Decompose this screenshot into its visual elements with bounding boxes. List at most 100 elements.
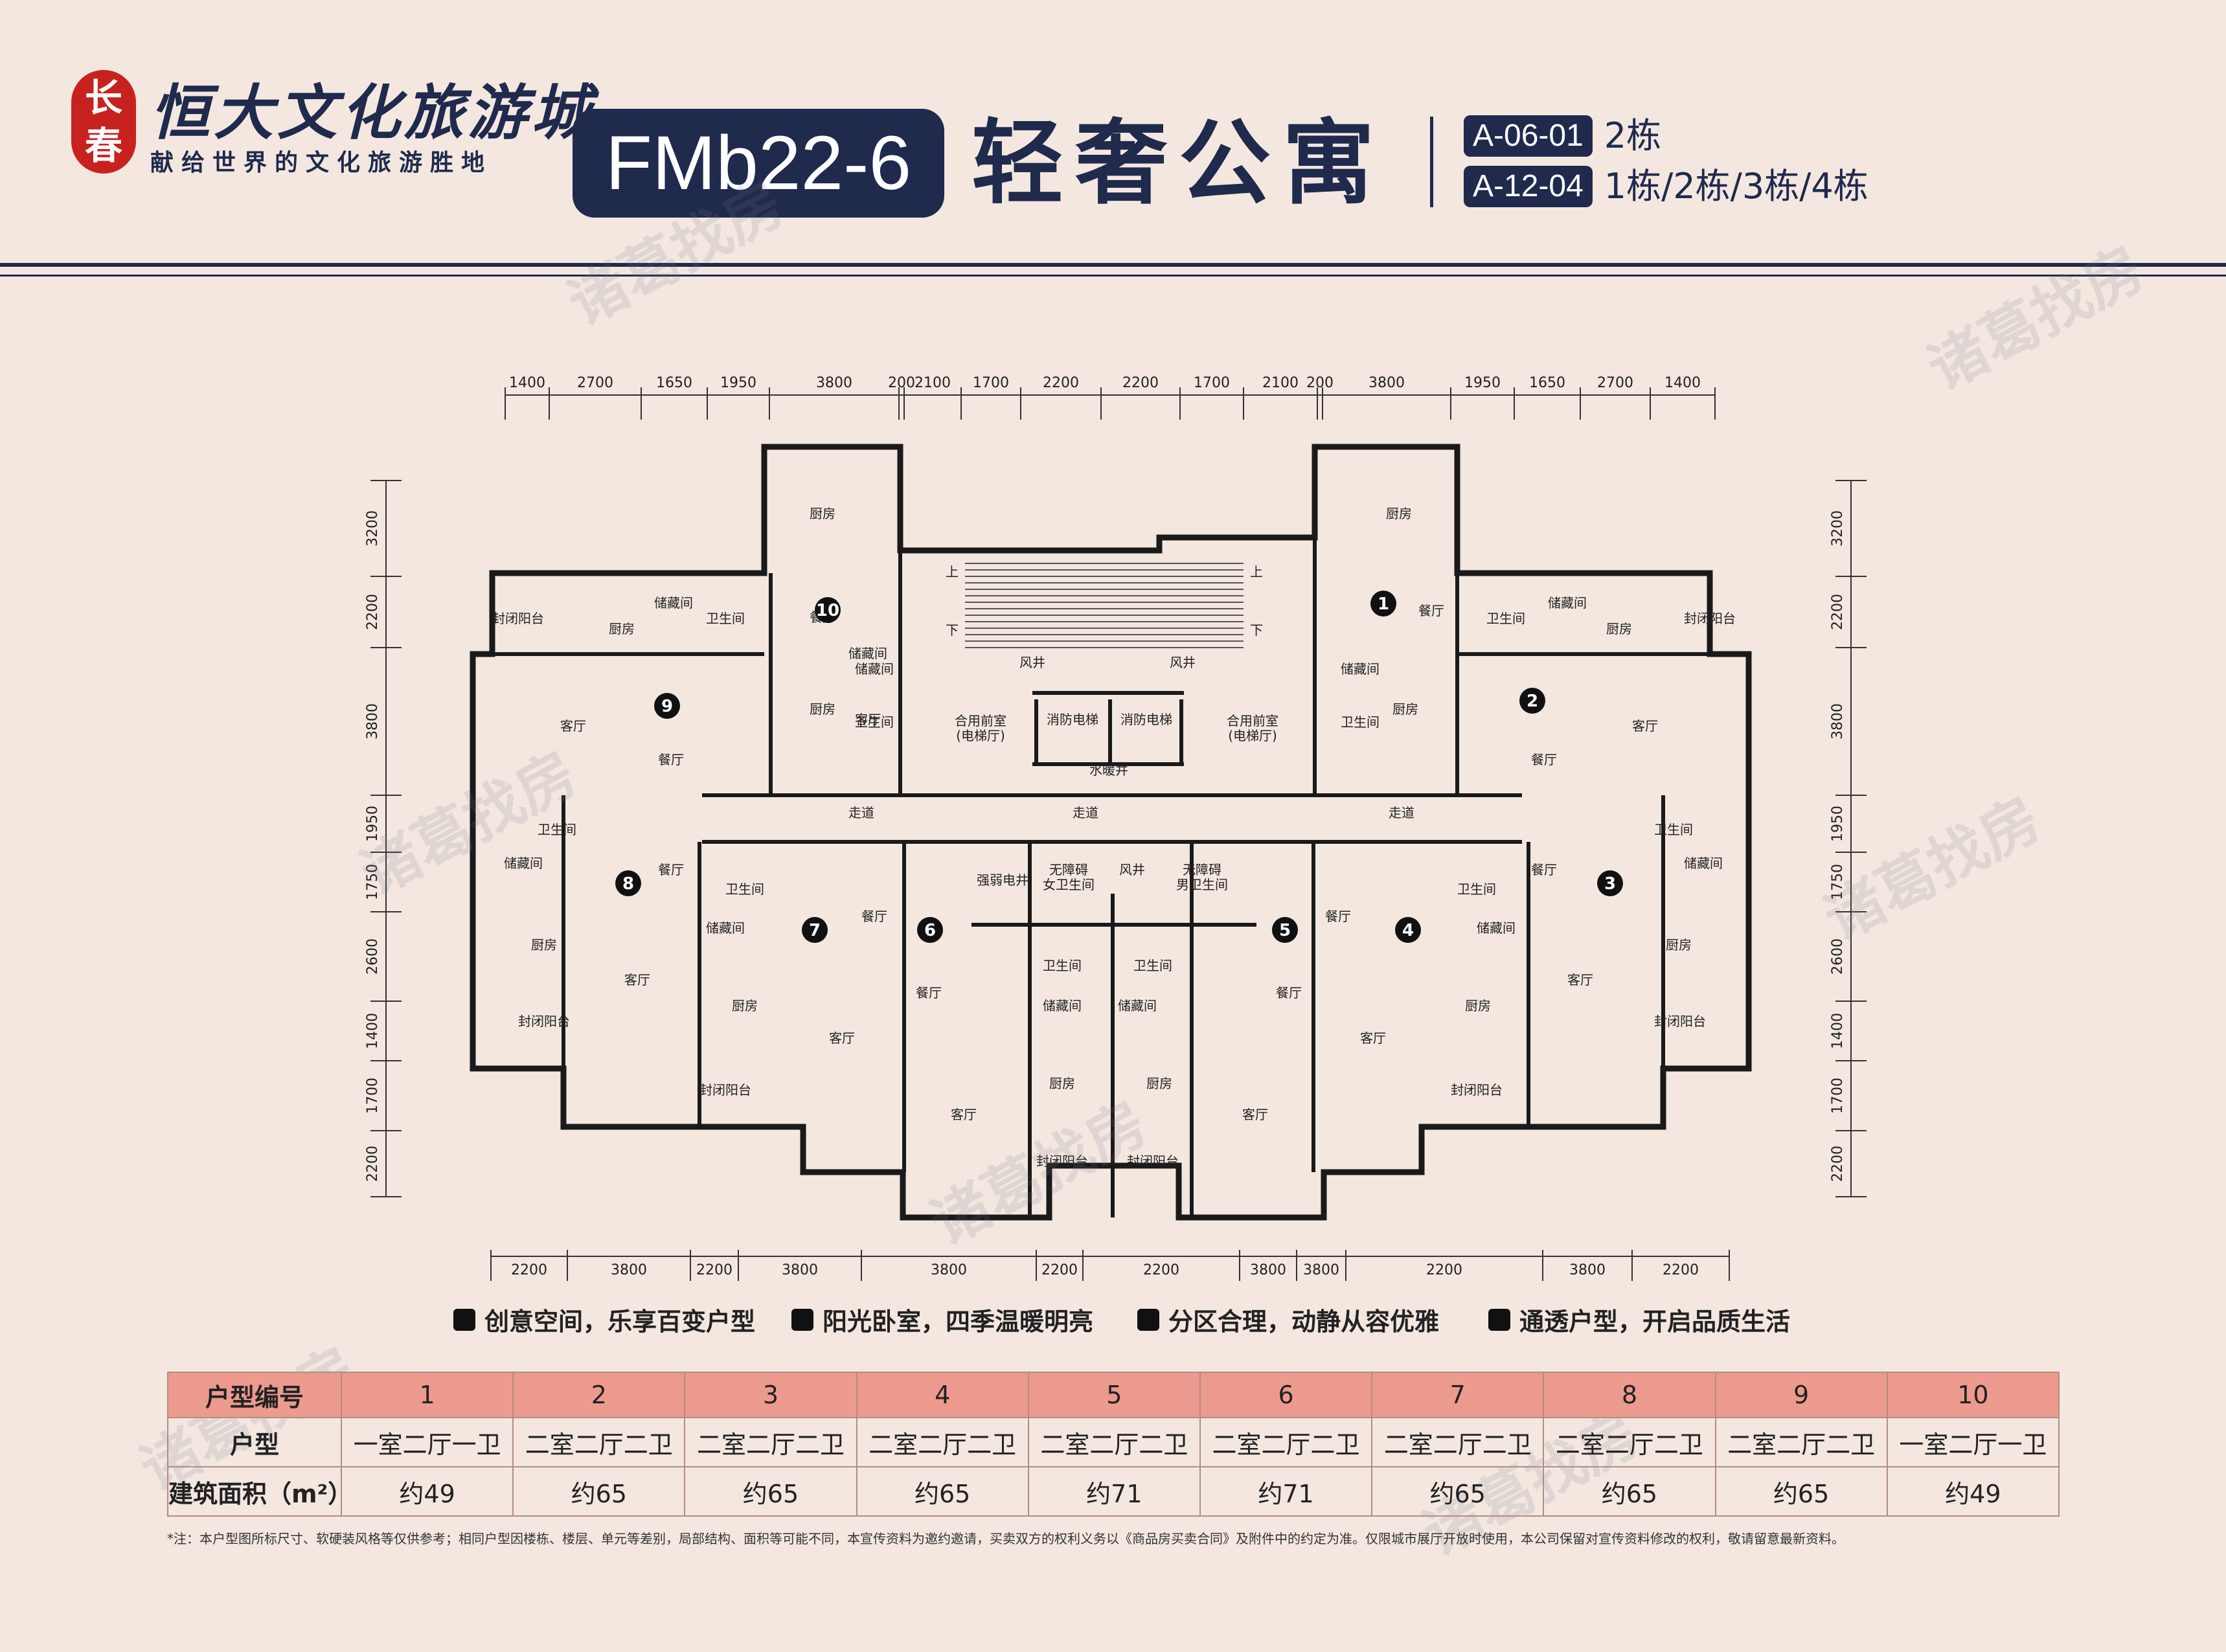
table-header: 建筑面积（m²） <box>167 1466 352 1517</box>
room-label: 下 <box>946 622 959 638</box>
feature-text: 通透户型，开启品质生活 <box>1519 1307 1791 1336</box>
dim-label: 2200 <box>365 594 381 630</box>
room-label: 厨房 <box>1392 701 1418 717</box>
dim-label: 3800 <box>816 375 852 391</box>
room-label: 无障碍 <box>1049 862 1088 877</box>
room-label: 卫生间 <box>1043 958 1082 973</box>
table-cell: 约65 <box>1543 1466 1716 1517</box>
dim-label: 2200 <box>1043 375 1079 391</box>
unit-marker <box>1272 917 1298 943</box>
unit-number: 3 <box>1604 874 1616 894</box>
room-label: 储藏间 <box>1684 855 1723 871</box>
room-label: 封闭阳台 <box>1654 1013 1706 1029</box>
room-label: 卫生间 <box>706 611 745 626</box>
dim-label: 1950 <box>1830 806 1846 842</box>
dim-label: 1700 <box>1830 1078 1846 1114</box>
header-rule <box>0 263 2226 267</box>
room-label: 上 <box>946 564 959 580</box>
room-label: 男卫生间 <box>1176 877 1228 892</box>
dim-label: 1950 <box>1464 375 1501 391</box>
dim-label: 2200 <box>696 1262 733 1278</box>
tag-row-2: A-12-04 1栋/2栋/3栋/4栋 <box>1464 166 1868 207</box>
room-label: 餐厅 <box>916 985 942 1001</box>
room-label: 走道 <box>848 805 874 820</box>
room-label: 储藏间 <box>855 661 894 677</box>
unit-number: 10 <box>816 601 839 620</box>
table-cell: 约65 <box>1371 1466 1545 1517</box>
dim-label: 2700 <box>577 375 613 391</box>
room-label: 封闭阳台 <box>1127 1153 1179 1169</box>
feature-item: 分区合理，动静从容优雅 <box>1137 1302 1439 1337</box>
dim-label: 1400 <box>1830 1013 1846 1049</box>
table-cell: 9 <box>1714 1372 1888 1418</box>
room-label: 走道 <box>1389 805 1414 820</box>
feature-text: 创意空间，乐享百变户型 <box>484 1307 756 1336</box>
dim-label: 3200 <box>365 510 381 547</box>
dim-label: 2200 <box>1041 1262 1078 1278</box>
unit-marker <box>1370 591 1396 617</box>
dim-label: 2100 <box>914 375 951 391</box>
dim-label: 3800 <box>1830 703 1846 740</box>
room-label: 厨房 <box>1465 998 1491 1013</box>
unit-marker <box>917 917 943 943</box>
dim-label: 3800 <box>931 1262 967 1278</box>
room-label: 封闭阳台 <box>518 1013 570 1029</box>
dim-label: 3800 <box>1250 1262 1286 1278</box>
room-label: (电梯厅) <box>1228 728 1277 743</box>
room-label: 客厅 <box>1567 972 1593 988</box>
bullet-icon <box>791 1308 813 1331</box>
floor-plan-walls <box>470 444 1752 1221</box>
tag-buildings: 1栋/2栋/3栋/4栋 <box>1604 166 1868 207</box>
room-label: 厨房 <box>531 937 557 953</box>
room-label: 无障碍 <box>1183 862 1221 877</box>
room-label: 厨房 <box>810 701 835 717</box>
dim-label: 2200 <box>1830 594 1846 630</box>
room-label: 卫生间 <box>1486 611 1525 626</box>
dim-label: 1700 <box>973 375 1009 391</box>
dim-label: 3800 <box>365 703 381 740</box>
table-cell: 4 <box>856 1372 1029 1418</box>
table-cell: 二室二厅二卫 <box>512 1417 686 1467</box>
room-label: 卫生间 <box>1457 881 1496 897</box>
table-cell: 二室二厅二卫 <box>1027 1417 1201 1467</box>
table-row: 户型 一室二厅一卫 二室二厅二卫 二室二厅二卫 二室二厅二卫 二室二厅二卫 二室… <box>167 1417 2060 1467</box>
dim-label: 2700 <box>1597 375 1633 391</box>
dim-label: 2200 <box>511 1262 547 1278</box>
dim-label: 1650 <box>1529 375 1565 391</box>
tag-row-1: A-06-01 2栋 <box>1464 115 1661 157</box>
room-label: 封闭阳台 <box>1684 611 1736 626</box>
dim-label: 2200 <box>1426 1262 1462 1278</box>
room-label: 客厅 <box>855 712 881 727</box>
room-label: 厨房 <box>732 998 758 1013</box>
room-label: 储藏间 <box>848 646 887 661</box>
room-label: 储藏间 <box>1477 920 1516 936</box>
room-label: 客厅 <box>829 1030 855 1046</box>
room-label: 厨房 <box>1146 1076 1172 1091</box>
table-cell: 约65 <box>684 1466 857 1517</box>
plan-code: FMb22-6 <box>573 109 944 218</box>
room-label: 客厅 <box>1360 1030 1386 1046</box>
room-label: 储藏间 <box>504 855 543 871</box>
table-row: 建筑面积（m²） 约49 约65 约65 约65 约71 约71 约65 约65… <box>167 1466 2060 1517</box>
dim-label: 2200 <box>1122 375 1159 391</box>
room-label: 下 <box>1250 622 1263 638</box>
dim-label: 2600 <box>365 938 381 975</box>
unit-number: 8 <box>622 874 634 894</box>
exterior-wall <box>470 444 1752 1221</box>
dim-label: 3800 <box>782 1262 818 1278</box>
header-divider <box>1430 117 1433 207</box>
room-label: 客厅 <box>951 1107 977 1122</box>
room-label: 客厅 <box>1632 718 1658 734</box>
feature-text: 分区合理，动静从容优雅 <box>1168 1307 1440 1336</box>
room-label: 厨房 <box>1666 937 1692 953</box>
room-label: 餐厅 <box>658 752 684 767</box>
dim-label: 3800 <box>1569 1262 1606 1278</box>
room-label: 厨房 <box>1606 621 1632 637</box>
plan-title: 轻奢公寓 <box>971 110 1386 217</box>
room-label: 餐厅 <box>1418 603 1444 618</box>
room-label: (电梯厅) <box>956 728 1005 743</box>
dim-label: 2200 <box>1830 1146 1846 1182</box>
